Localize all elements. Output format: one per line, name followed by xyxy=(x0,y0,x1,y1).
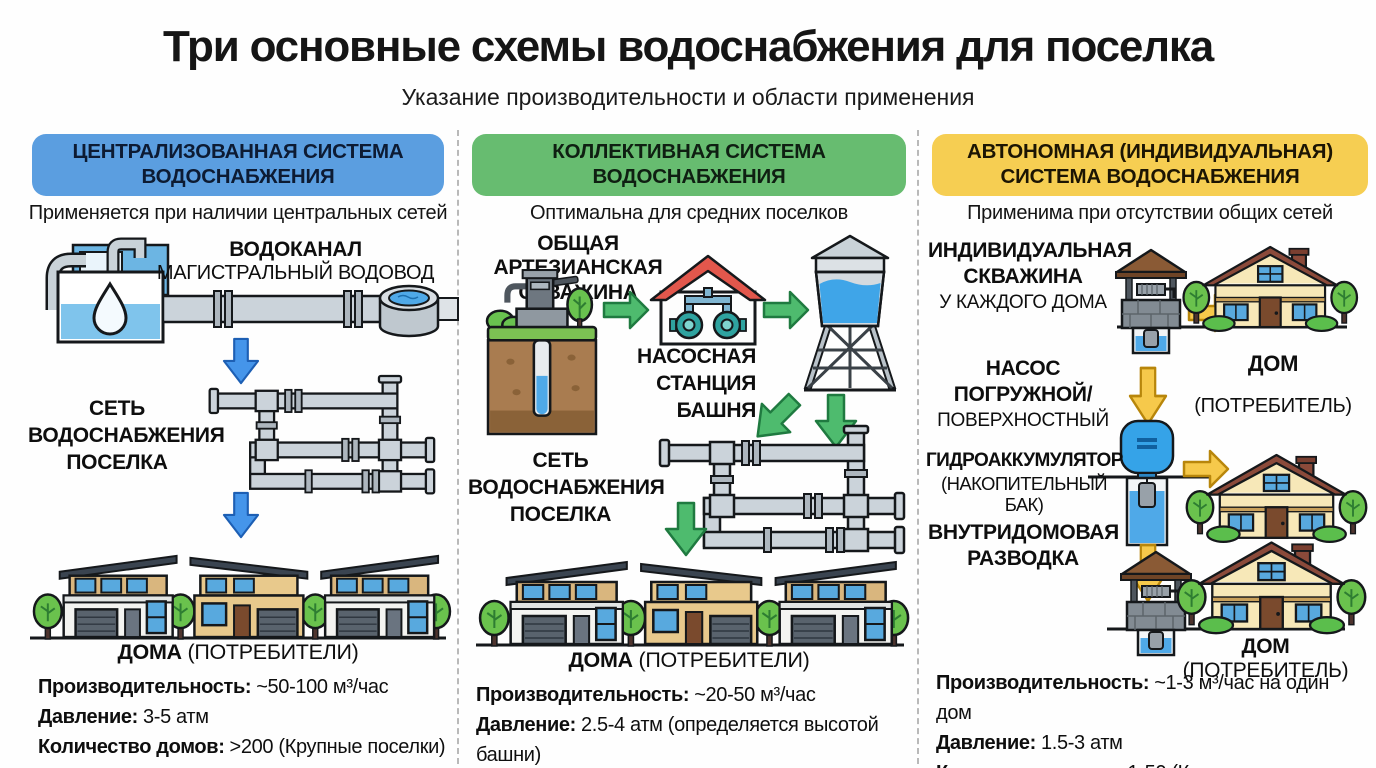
collective-header: КОЛЛЕКТИВНАЯ СИСТЕМА ВОДОСНАБЖЕНИЯ xyxy=(472,134,906,196)
stat-pressure: Давление:2.5-4 атм (определяется высотой… xyxy=(476,714,879,766)
down-arrow-icon xyxy=(222,491,260,539)
column-collective: КОЛЛЕКТИВНАЯ СИСТЕМА ВОДОСНАБЖЕНИЯ Оптим… xyxy=(468,130,910,768)
stat-house-count: Количество домов:>200 (Крупные поселки) xyxy=(38,736,446,758)
network-label: СЕТЬ ВОДОСНАБЖЕНИЯ ПОСЕЛКА xyxy=(468,449,665,526)
individual-well-label: ИНДИВИДУАЛЬНАЯ СКВАЖИНА xyxy=(928,239,1132,289)
down-arrow-icon xyxy=(1128,366,1168,426)
pump-label: НАСОС ПОГРУЖНОЙ/ xyxy=(953,357,1093,407)
hydroaccumulator-label: ГИДРОАККУМУЛЯТОР xyxy=(926,450,1123,471)
house-consumer-label: ДОМ (ПОТРЕБИТЕЛЬ) xyxy=(1194,350,1352,417)
hydroaccumulator-sublabel: (НАКОПИТЕЛЬНЫЙ БАК) xyxy=(941,473,1108,516)
stat-pressure: Давление:1.5-3 атм xyxy=(936,732,1123,754)
page-subtitle: Указание производительности и области пр… xyxy=(401,84,975,110)
tank-arrow-house-illustration xyxy=(1088,419,1358,547)
stat-capacity: Производительность:~50-100 м³/час xyxy=(38,676,389,698)
well-house-illustration xyxy=(1107,528,1348,657)
column-centralized: ЦЕНТРАЛИЗОВАННАЯ СИСТЕМА ВОДОСНАБЖЕНИЯ П… xyxy=(28,130,459,768)
pump-station-tower-label: НАСОСНАЯ СТАНЦИЯ БАШНЯ xyxy=(637,345,756,422)
individual-well-sublabel: У КАЖДОГО ДОМА xyxy=(939,292,1107,313)
column-divider xyxy=(457,130,459,764)
houses-row-illustration xyxy=(476,556,904,648)
indoor-piping-label: ВНУТРИДОМОВАЯ РАЗВОДКА xyxy=(928,521,1119,571)
stat-capacity: Производительность:~1-3 м³/час на один д… xyxy=(936,672,1330,724)
artesian-well-illustration xyxy=(486,268,598,436)
vodokanal-label: ВОДОКАНАЛ xyxy=(229,238,362,261)
network-label: СЕТЬ ВОДОСНАБЖЕНИЯ ПОСЕЛКА xyxy=(28,397,225,474)
centralized-stats: Производительность:~50-100 м³/час Давлен… xyxy=(38,672,448,762)
water-tower-illustration xyxy=(802,234,898,392)
down-arrow-icon xyxy=(664,501,708,557)
right-arrow-icon xyxy=(602,290,650,330)
houses-consumers-label: ДОМА (ПОТРЕБИТЕЛИ) xyxy=(117,640,359,664)
well-arrow-house-illustration xyxy=(1114,248,1348,355)
houses-consumers-label: ДОМА (ПОТРЕБИТЕЛИ) xyxy=(568,648,810,672)
right-arrow-icon xyxy=(762,290,810,330)
centralized-header: ЦЕНТРАЛИЗОВАННАЯ СИСТЕМА ВОДОСНАБЖЕНИЯ xyxy=(32,134,444,196)
houses-row-illustration xyxy=(30,550,446,641)
autonomous-tagline: Применима при отсутствии общих сетей xyxy=(967,202,1333,224)
pipe-network-illustration xyxy=(208,374,436,495)
collective-tagline: Оптимальна для средних поселков xyxy=(530,202,848,224)
collective-stats: Производительность:~20-50 м³/час Давлени… xyxy=(476,680,910,768)
column-divider xyxy=(917,130,919,764)
column-autonomous: АВТОНОМНАЯ (ИНДИВИДУАЛЬНАЯ) СИСТЕМА ВОДО… xyxy=(926,130,1372,768)
stat-house-count: Количество домов:1-50 (Коттеджные поселк… xyxy=(936,758,1368,768)
pump-house-illustration xyxy=(649,254,767,346)
centralized-tagline: Применяется при наличии центральных сете… xyxy=(28,202,448,224)
house-consumer-label: ДОМ (ПОТРЕБИТЕЛЬ) xyxy=(1182,635,1349,683)
autonomous-stats: Производительность:~1-3 м³/час на один д… xyxy=(936,668,1368,768)
autonomous-header: АВТОНОМНАЯ (ИНДИВИДУАЛЬНАЯ) СИСТЕМА ВОДО… xyxy=(932,134,1368,196)
stat-capacity: Производительность:~20-50 м³/час xyxy=(476,684,816,706)
pump-station-main-pipe-illustration xyxy=(45,237,459,344)
pump-sublabel: ПОВЕРХНОСТНЫЙ xyxy=(937,410,1109,431)
stat-pressure: Давление:3-5 атм xyxy=(38,706,209,728)
main-water-pipe-label: МАГИСТРАЛЬНЫЙ ВОДОВОД xyxy=(156,262,435,284)
page-title: Три основные схемы водоснабжения для пос… xyxy=(163,22,1214,71)
